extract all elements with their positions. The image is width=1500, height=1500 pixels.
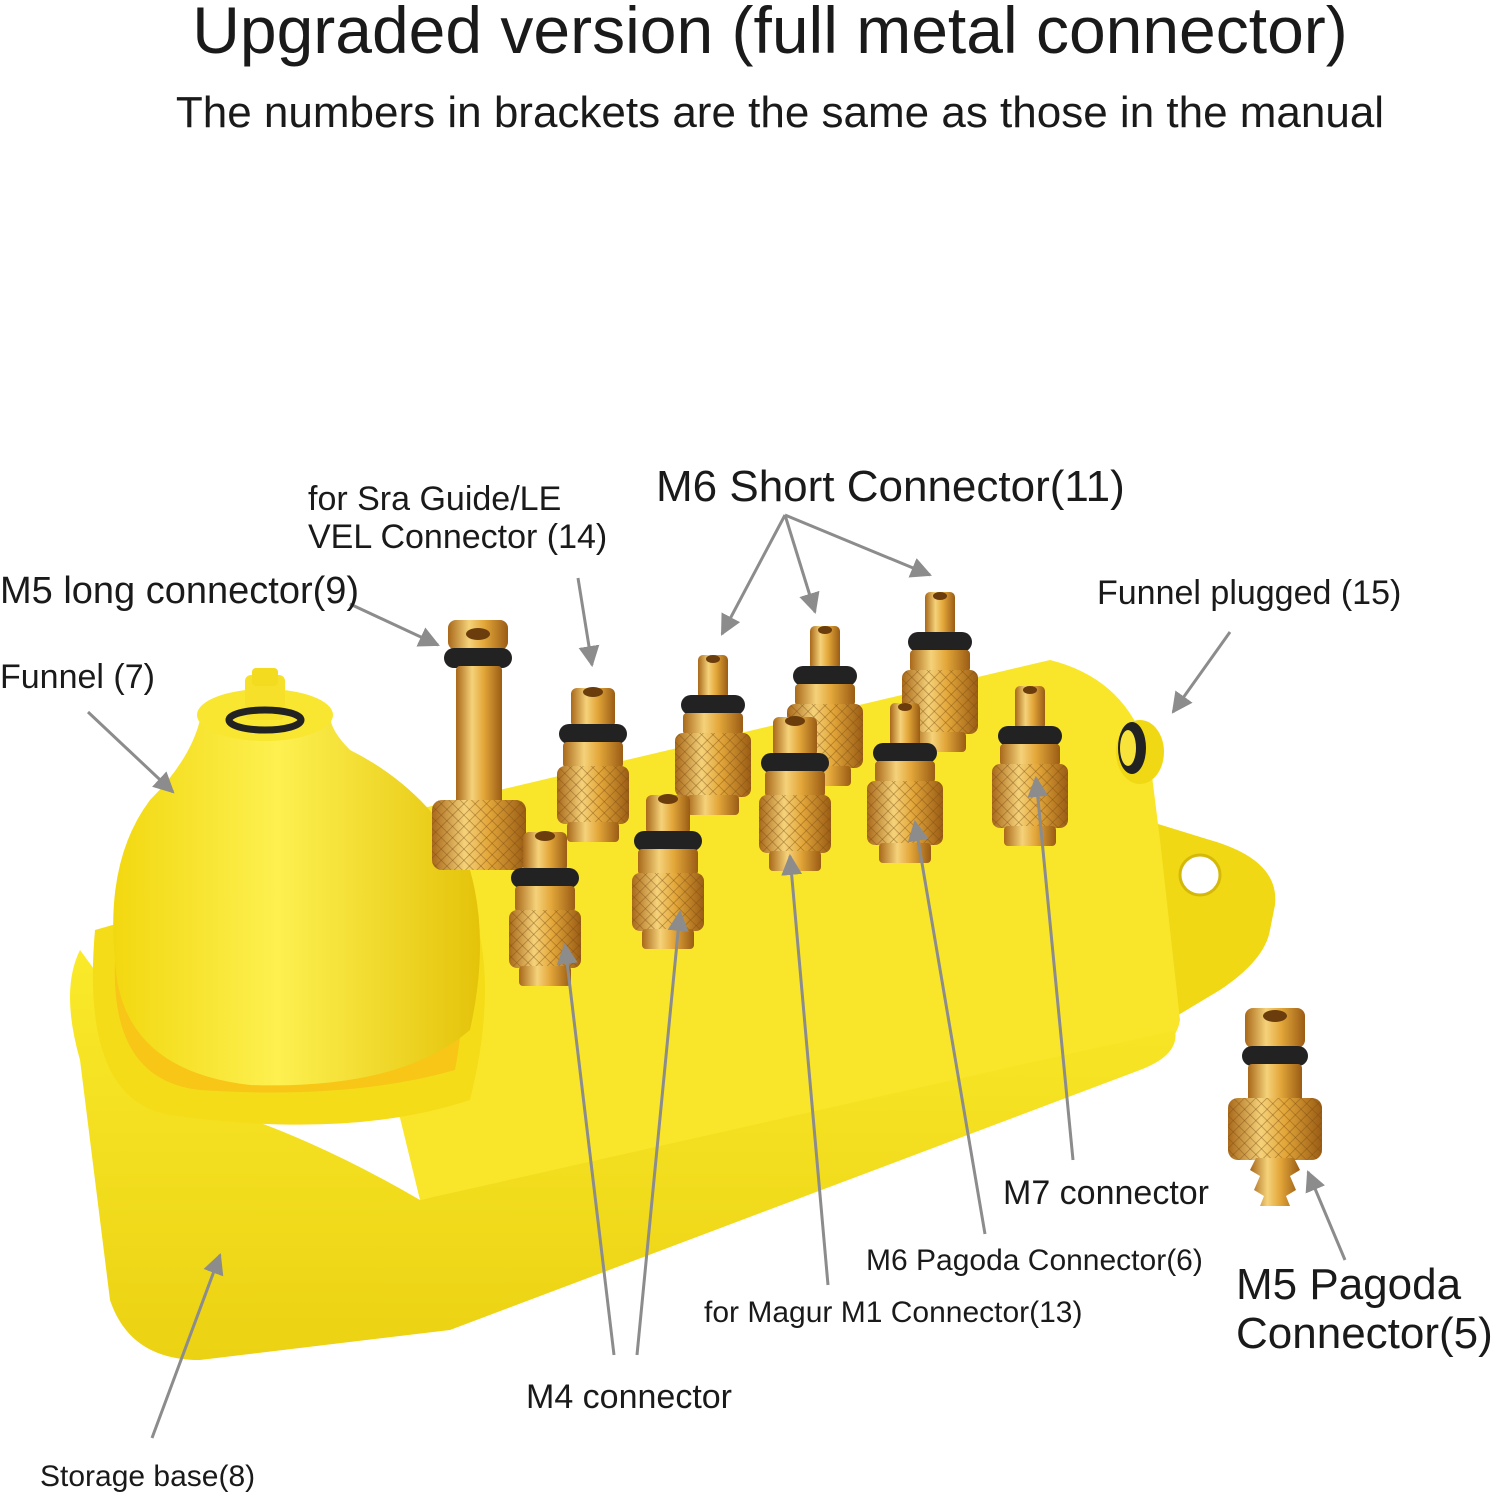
label-sram-guide-level: for Sra Guide/LE VEL Connector (14) (308, 480, 607, 556)
arrow-m6-short-2 (783, 514, 820, 615)
label-m5-pagoda-line1: M5 Pagoda (1236, 1260, 1462, 1309)
label-m6-short-connector: M6 Short Connector(11) (656, 462, 1125, 511)
label-m5-pagoda-line2: Connector(5) (1236, 1309, 1493, 1359)
storage-base-top (330, 660, 1180, 1200)
page-subtitle: The numbers in brackets are the same as … (175, 88, 1385, 137)
label-sram-line1: for Sra Guide/LE (308, 480, 562, 518)
funnel-body (113, 715, 480, 1086)
storage-base-front (70, 950, 1176, 1360)
label-sram-line2: VEL Connector (14) (308, 518, 608, 557)
arrow-m5-pagoda (1305, 1170, 1347, 1261)
arrow-m5-long (349, 602, 440, 647)
pointer-arrows (86, 513, 1347, 1439)
label-m6-pagoda-connector: M6 Pagoda Connector(6) (866, 1244, 1203, 1277)
mounting-hole (1178, 853, 1222, 897)
label-m7-connector: M7 connector (1003, 1174, 1209, 1212)
funnel-plug (1116, 720, 1164, 784)
label-m5-long-connector: M5 long connector(9) (0, 570, 360, 612)
m5-pagoda-connector (1228, 1008, 1322, 1206)
arrow-m4-1 (556, 942, 616, 1356)
arrow-m4-2 (635, 909, 689, 1356)
m6-short-connector-1 (675, 655, 751, 815)
arrow-funnel (86, 710, 175, 794)
arrow-m6-short-1 (720, 514, 787, 636)
arrow-sram (576, 577, 600, 668)
page-title: Upgraded version (full metal connector) (192, 0, 1348, 67)
label-funnel-plugged: Funnel plugged (15) (1097, 574, 1402, 612)
label-magura-m1-connector: for Magur M1 Connector(13) (704, 1296, 1083, 1329)
arrow-storage-base (150, 1253, 224, 1439)
sram-guide-connector (557, 687, 629, 842)
arrow-m6-short-3 (784, 513, 932, 578)
arrow-magura (781, 853, 830, 1286)
arrow-funnel-plug (1171, 631, 1232, 714)
label-m4-connector: M4 connector (526, 1378, 732, 1416)
label-storage-base: Storage base(8) (40, 1460, 256, 1493)
arrow-m7 (1027, 775, 1075, 1161)
label-m5-pagoda-connector: M5 Pagoda Connector(5) (1236, 1260, 1493, 1359)
m5-long-connector (432, 620, 526, 870)
arrow-m6-pagoda (907, 819, 987, 1235)
label-funnel: Funnel (7) (0, 658, 155, 696)
